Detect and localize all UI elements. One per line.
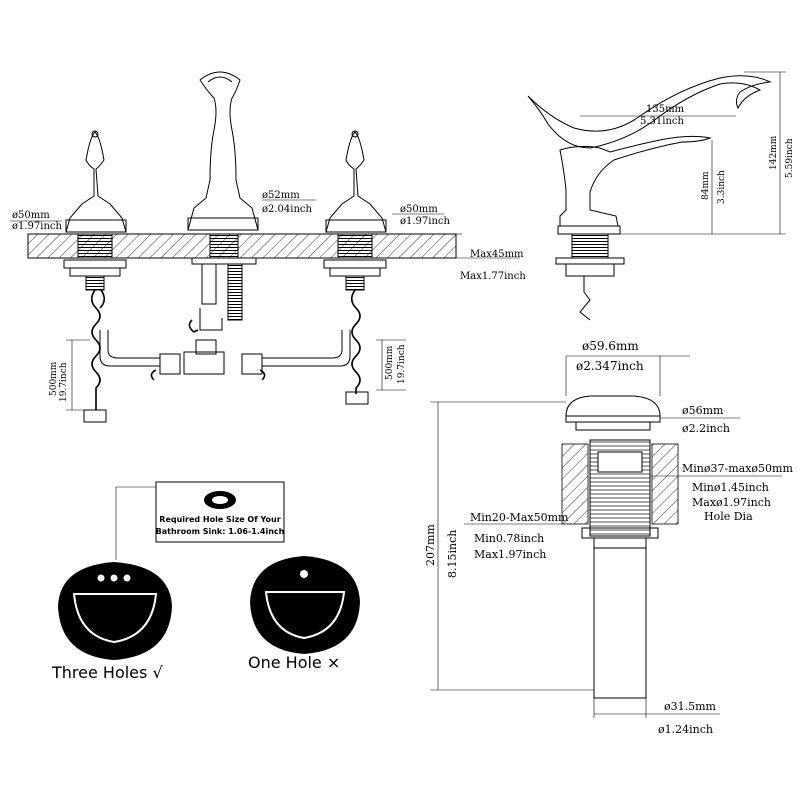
cap-dia-mm: ø59.6mm xyxy=(582,339,639,353)
right-handle xyxy=(323,130,387,291)
total-height-mm: 142mm xyxy=(769,135,779,170)
reach-mm: 135mm xyxy=(646,104,685,115)
supply-hoses xyxy=(83,289,369,423)
total-height-in: 5.59inch xyxy=(785,138,795,178)
spout-dia-in: ø2.04inch xyxy=(262,204,313,215)
hole-min-in: Minø1.45inch xyxy=(692,481,769,494)
left-handle xyxy=(63,130,127,291)
callout-line-1: Required Hole Size Of Your xyxy=(159,515,280,524)
deck-max-in: Max1.77inch xyxy=(460,271,526,282)
total-len-mm: 207mm xyxy=(424,524,437,566)
left-hose-in: 19.7inch xyxy=(59,362,69,402)
right-hose-mm: 500mm xyxy=(385,345,395,380)
faucet-side-view: 135mm 5.31inch 84mm 3.3inch 142mm 5.59in… xyxy=(527,71,795,321)
callout-line-2: Bathroom Sink: 1.06-1.4inch xyxy=(156,527,285,536)
flange-dia-in: ø2.2inch xyxy=(682,422,730,435)
left-hose-mm: 500mm xyxy=(49,361,59,396)
center-spout xyxy=(187,71,259,333)
hole-size-callout-box xyxy=(155,481,285,543)
one-hole-sink-icon xyxy=(250,556,360,654)
three-holes-label: Three Holes √ xyxy=(51,663,163,682)
spout-height-mm: 84mm xyxy=(701,171,711,200)
reach-in: 5.31inch xyxy=(640,116,685,127)
drain-diagram: ø59.6mm ø2.347inch ø56mm ø2.2inch Minø37… xyxy=(424,339,793,736)
total-len-in: 8.15inch xyxy=(446,530,459,578)
deck-max-mm: Max45mm xyxy=(470,249,524,260)
pipe-dia-mm: ø31.5mm xyxy=(664,700,717,713)
cap-dia-in: ø2.347inch xyxy=(576,359,644,373)
right-handle-dia-in: ø1.97inch xyxy=(400,216,451,227)
right-handle-dia-mm: ø50mm xyxy=(400,204,438,215)
thickness-mm: Min20-Max50mm xyxy=(470,511,569,524)
front-dimensions: ø50mm ø1.97inch ø52mm ø2.04inch ø50mm ø1… xyxy=(10,190,526,411)
left-handle-dia-mm: ø50mm xyxy=(12,210,50,221)
spout-height-in: 3.3inch xyxy=(717,170,727,204)
sink-hole-guide: Required Hole Size Of Your Bathroom Sink… xyxy=(51,481,360,682)
hole-dia-label: Hole Dia xyxy=(704,510,753,523)
hole-max-in: Maxø1.97inch xyxy=(692,496,771,509)
thickness-min-in: Min0.78inch xyxy=(474,532,544,545)
left-handle-dia-in: ø1.97inch xyxy=(12,221,63,232)
three-hole-sink-icon xyxy=(58,562,172,660)
hole-range-mm: Minø37-maxø50mm xyxy=(682,462,793,475)
spout-dia-mm: ø52mm xyxy=(262,190,300,201)
thickness-max-in: Max1.97inch xyxy=(474,548,546,561)
one-hole-label: One Hole × xyxy=(248,653,340,672)
flange-dia-mm: ø56mm xyxy=(682,404,724,417)
faucet-front-view: ø50mm ø1.97inch ø52mm ø2.04inch ø50mm ø1… xyxy=(10,71,526,423)
pipe-dia-in: ø1.24inch xyxy=(658,723,713,736)
right-hose-in: 19.7inch xyxy=(397,344,407,384)
